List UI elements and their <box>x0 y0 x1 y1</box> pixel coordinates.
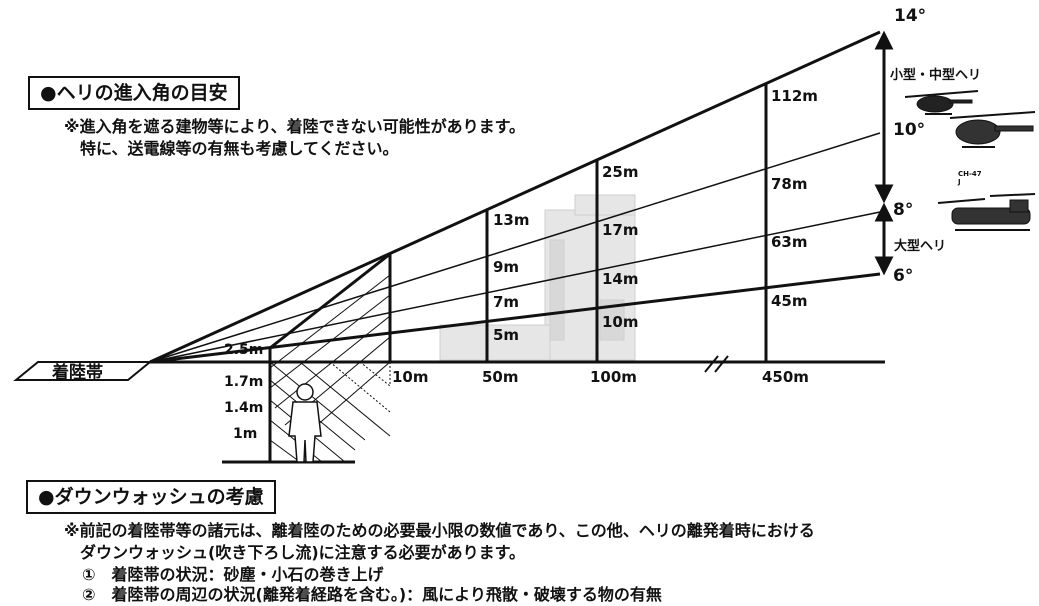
distance-10m: 10m <box>392 368 429 386</box>
height-450m-14deg: 112m <box>771 87 818 105</box>
height-50m-8deg: 7m <box>493 293 520 311</box>
distance-450m: 450m <box>762 368 809 386</box>
angle-8: 8° <box>893 200 914 220</box>
height-450m-10deg: 78m <box>771 175 808 193</box>
axis-break-mark <box>704 355 729 373</box>
helicopter-medium-icon <box>949 111 1036 148</box>
line-14deg <box>149 30 881 364</box>
approach-lines <box>149 30 881 364</box>
approach-note-2: 特に、送電線等の有無も考慮してください。 <box>80 139 399 158</box>
chinook-mark-2: J <box>958 178 961 186</box>
height-50m-14deg: 13m <box>493 211 530 229</box>
helicopter-small-icon <box>904 90 979 115</box>
height-450m-6deg: 45m <box>771 292 808 310</box>
small-medium-heli-label: 小型・中型ヘリ <box>890 68 982 83</box>
height-100m-14deg: 25m <box>602 163 639 181</box>
height-100m-10deg: 17m <box>602 221 639 239</box>
distance-100m: 100m <box>590 368 637 386</box>
person-figure <box>288 383 322 463</box>
height-near-2-5m: 2.5m <box>224 342 264 358</box>
angle-6: 6° <box>893 266 914 286</box>
height-100m-8deg: 14m <box>602 270 639 288</box>
line-10deg <box>149 132 881 363</box>
distance-50m: 50m <box>482 368 519 386</box>
downwash-note-2: ダウンウォッシュ(吹き下ろし流)に注意する必要があります。 <box>80 543 526 562</box>
landing-zone-shape <box>13 361 153 381</box>
chinook-mark: CH-47 <box>958 170 982 178</box>
distance-markers <box>388 84 768 362</box>
height-450m-8deg: 63m <box>771 233 808 251</box>
angle-14: 14° <box>894 6 927 26</box>
angle-range-arrows <box>874 30 894 276</box>
downwash-item-2: ② 着陸帯の周辺の状況(離発着経路を含む。)：風により飛散・破壊する物の有無 <box>82 585 662 604</box>
height-near-1m: 1m <box>233 426 258 442</box>
helicopter-chinook-icon <box>937 193 1036 231</box>
downwash-heading: ●ダウンウォッシュの考慮 <box>26 480 276 514</box>
downwash-item-1: ① 着陸帯の状況：砂塵・小石の巻き上げ <box>82 565 384 584</box>
height-near-1-7m: 1.7m <box>224 374 264 390</box>
approach-note-1: ※進入角を遮る建物等により、着陸できない可能性があります。 <box>64 117 525 136</box>
downwash-note-1: ※前記の着陸帯等の諸元は、離着陸のための必要最小限の数値であり、この他、ヘリの離… <box>64 521 815 540</box>
angle-10: 10° <box>893 120 926 140</box>
height-50m-6deg: 5m <box>493 326 520 344</box>
line-8deg <box>149 211 881 363</box>
height-50m-10deg: 9m <box>493 258 520 276</box>
large-heli-label: 大型ヘリ <box>894 239 947 254</box>
near-zone <box>222 252 391 464</box>
height-near-1-4m: 1.4m <box>224 400 264 416</box>
approach-angle-heading: ●ヘリの進入角の目安 <box>28 76 240 110</box>
background-building <box>439 194 636 361</box>
landing-zone-label: 着陸帯 <box>52 363 103 383</box>
height-100m-6deg: 10m <box>602 313 639 331</box>
